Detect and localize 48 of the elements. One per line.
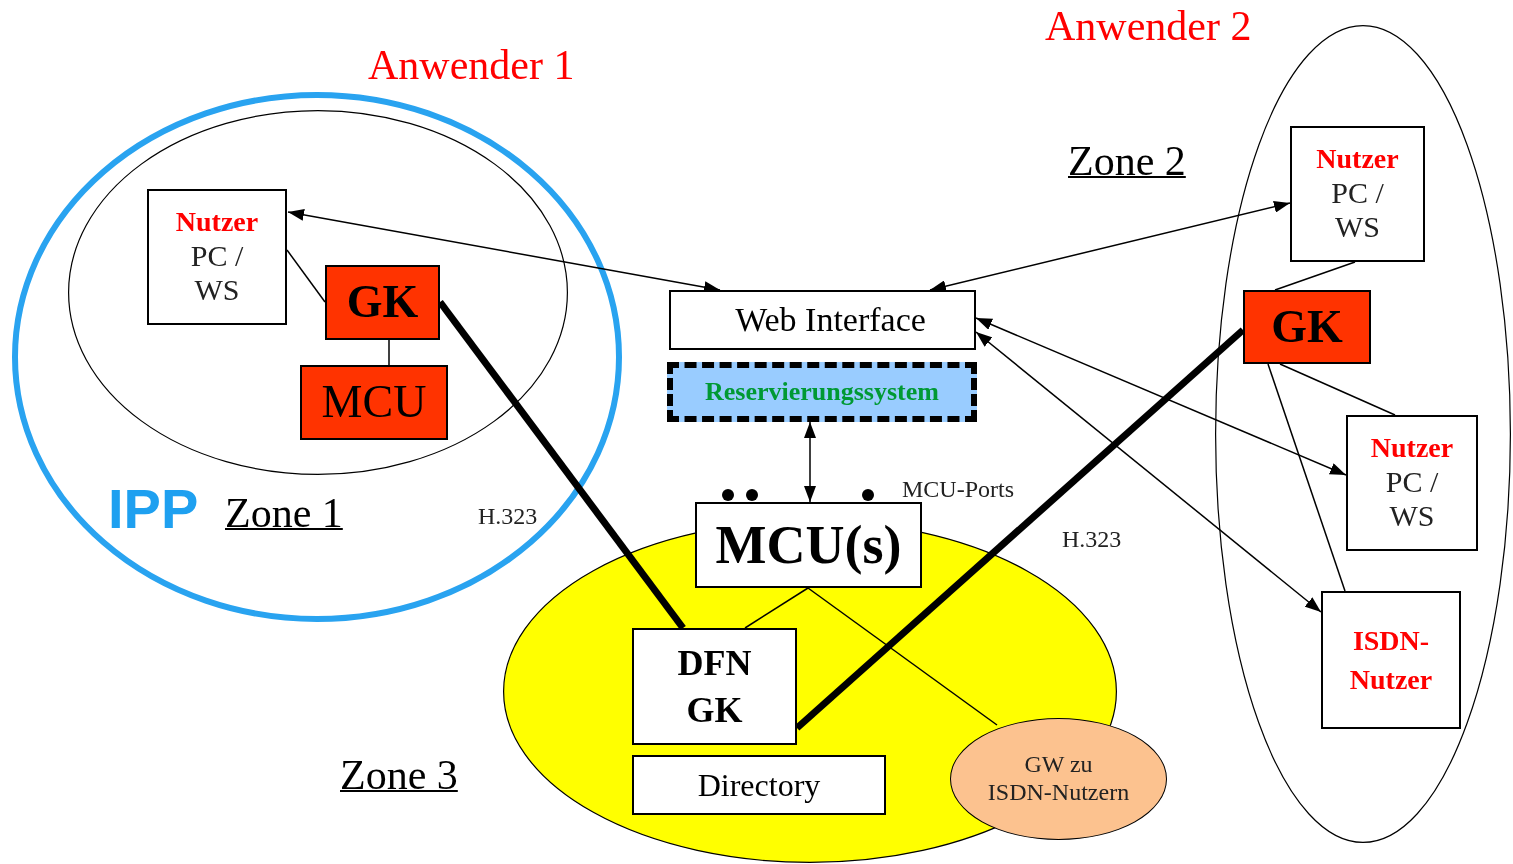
box-label: Web Interface [734, 300, 926, 340]
connector-line [807, 587, 998, 726]
device-label: PC / WS [189, 238, 245, 308]
user-box [1346, 415, 1478, 551]
gatekeeper-box [1243, 290, 1371, 364]
zone-label: IPP [108, 478, 199, 540]
system-label: Reservierungssystem [705, 377, 939, 407]
box-label: GK [346, 276, 419, 329]
connector-line [1267, 363, 1346, 592]
protocol-label: H.323 [478, 503, 538, 530]
zone-label: Zone 3 [340, 752, 458, 799]
arrow [975, 331, 1322, 613]
component-box [632, 628, 797, 745]
role-label: Nutzer [1316, 143, 1399, 176]
port-label: MCU-Ports [902, 476, 1015, 503]
arrow [804, 421, 816, 503]
heading: Anwender 1 [368, 42, 575, 89]
protocol-label: H.323 [1062, 526, 1122, 553]
device-label: PC / WS [1384, 464, 1440, 534]
zone-label: Zone 2 [1068, 138, 1186, 185]
arrow [929, 200, 1291, 293]
component-box [632, 755, 886, 815]
gateway-label: GW zu ISDN-Nutzern [986, 751, 1131, 807]
connector-line [388, 339, 390, 366]
component-box [695, 502, 922, 588]
arrow [975, 317, 1347, 476]
role-label: Nutzer [1370, 432, 1454, 465]
gatekeeper-box [300, 365, 448, 440]
user-box [1290, 126, 1425, 262]
role-label: Nutzer [175, 206, 259, 239]
gatekeeper-box [325, 265, 440, 340]
connector-line [744, 587, 809, 629]
connector-line [1279, 363, 1396, 416]
user-box [147, 189, 287, 325]
system-box [667, 362, 977, 422]
user-box [1321, 591, 1461, 729]
role-label: ISDN-Nutzer [1348, 623, 1434, 697]
box-label: MCU(s) [715, 513, 902, 577]
zone-label: Zone 1 [225, 490, 343, 537]
connector-line [286, 249, 326, 303]
connector-line [1274, 261, 1356, 291]
box-label: Directory [697, 766, 821, 804]
heading: Anwender 2 [1045, 3, 1252, 50]
device-label: PC / WS [1330, 175, 1385, 245]
box-label: GK [1271, 300, 1343, 354]
box-label: DFN GK [676, 641, 753, 732]
box-label: MCU [321, 376, 427, 429]
component-box [669, 290, 976, 350]
